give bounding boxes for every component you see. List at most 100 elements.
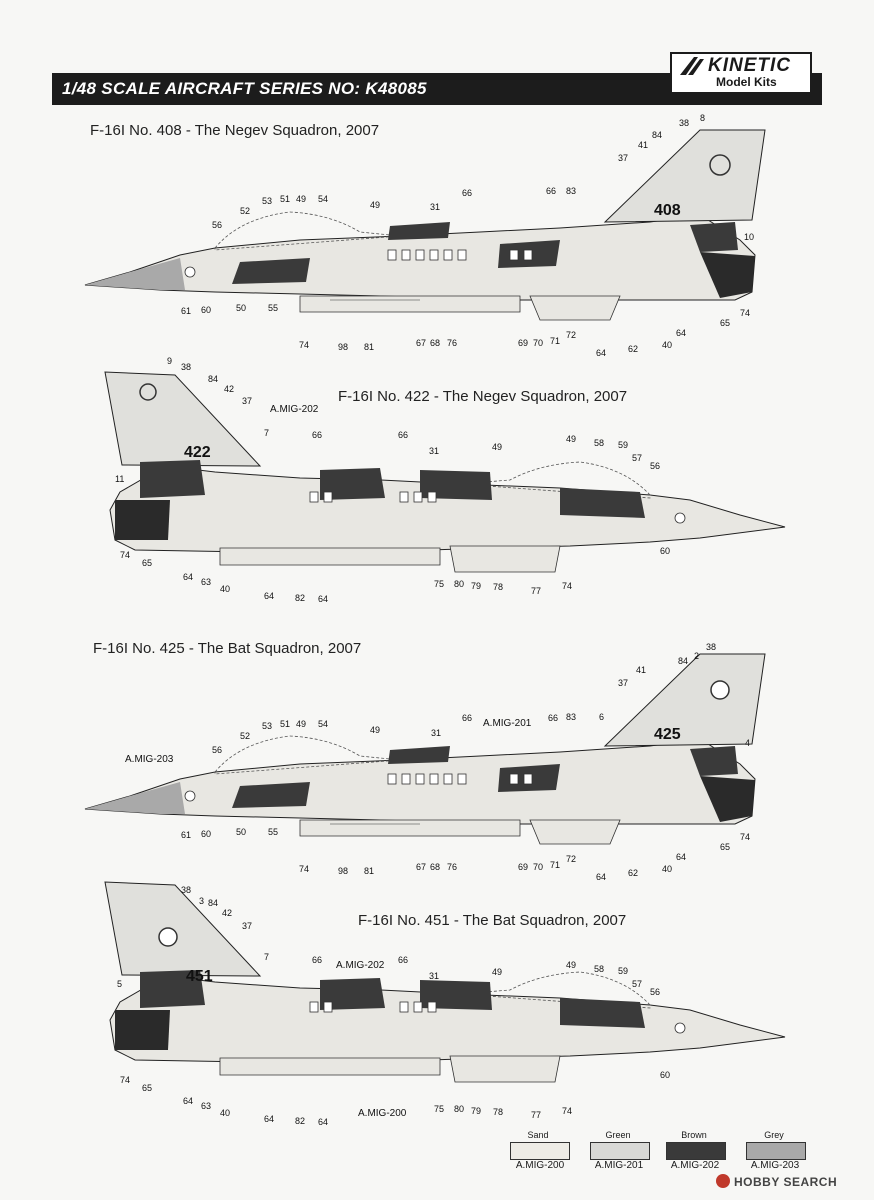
callout-number: 82: [295, 1116, 306, 1126]
callout-number: 55: [268, 827, 279, 837]
callout-number: 62: [628, 344, 639, 354]
callout-number: 51: [280, 719, 291, 729]
callout-number: 31: [429, 446, 440, 456]
callout-number: 74: [562, 581, 573, 591]
callout-number: 41: [636, 665, 647, 675]
callout-number: 82: [295, 593, 306, 603]
callout-number: 65: [142, 558, 153, 568]
callout-number: 40: [662, 864, 673, 874]
callout-number: 74: [562, 1106, 573, 1116]
callout-number: 63: [201, 1101, 212, 1111]
tail-emblem-icon: [710, 680, 730, 700]
callout-number: 64: [596, 872, 607, 882]
brand-logo: KINETIC Model Kits: [670, 52, 812, 94]
brand-subtitle: Model Kits: [716, 75, 777, 89]
legend-color-name: Grey: [764, 1130, 784, 1140]
callout-number: 50: [236, 827, 247, 837]
callout-number: 74: [299, 340, 310, 350]
callout-number: 60: [660, 546, 671, 556]
callout-number: 64: [676, 852, 687, 862]
callout-number: 84: [208, 898, 219, 908]
page-title: 1/48 SCALE AIRCRAFT SERIES NO: K48085: [62, 79, 427, 98]
callout-number: 79: [471, 1106, 482, 1116]
callout-number: 62: [628, 868, 639, 878]
legend-swatch: [746, 1142, 806, 1160]
callout-number: 61: [181, 830, 192, 840]
callout-number: 37: [242, 396, 253, 406]
callout-number: 69: [518, 862, 529, 872]
callout-number: 64: [183, 572, 194, 582]
callout-number: 60: [660, 1070, 671, 1080]
paint-label: A.MIG-203: [125, 754, 174, 765]
callout-number: 31: [429, 971, 440, 981]
callout-number: 56: [650, 987, 661, 997]
tail-emblem-icon: [158, 927, 178, 947]
callout-number: 64: [676, 328, 687, 338]
tail-emblem-icon: [139, 383, 157, 401]
callout-number: 54: [318, 194, 329, 204]
callout-number: 67: [416, 338, 427, 348]
brand-name: KINETIC: [708, 55, 791, 76]
callout-number: 7: [264, 952, 270, 962]
callout-number: 75: [434, 579, 445, 589]
callout-number: 49: [296, 719, 307, 729]
paint-label: A.MIG-202: [270, 404, 319, 415]
callout-number: 11: [115, 474, 125, 484]
callout-number: 52: [240, 731, 251, 741]
profile-title: F-16I No. 408 - The Negev Squadron, 2007: [90, 122, 380, 139]
callout-number: 68: [430, 338, 441, 348]
callout-number: 65: [142, 1083, 153, 1093]
callout-number: 66: [312, 430, 323, 440]
callout-number: 40: [662, 340, 673, 350]
watermark: HOBBY SEARCH: [716, 1174, 837, 1189]
callout-number: 60: [201, 829, 212, 839]
callout-number: 75: [434, 1104, 445, 1114]
callout-number: 38: [706, 642, 717, 652]
callout-number: 81: [364, 342, 375, 352]
callout-number: 68: [430, 862, 441, 872]
callout-number: 78: [493, 1107, 504, 1117]
callout-number: 64: [318, 1117, 329, 1127]
callout-number: 50: [236, 303, 247, 313]
callout-number: 70: [533, 862, 544, 872]
callout-number: 37: [618, 153, 629, 163]
callout-number: 4: [745, 738, 751, 748]
callout-number: 53: [262, 721, 273, 731]
callout-number: 66: [398, 955, 409, 965]
callout-number: 52: [240, 206, 251, 216]
profile-title: F-16I No. 425 - The Bat Squadron, 2007: [93, 640, 362, 657]
legend-color-code: A.MIG-200: [515, 1160, 565, 1171]
callout-number: 77: [531, 586, 542, 596]
callout-number: 54: [318, 719, 329, 729]
callout-number: 49: [492, 442, 503, 452]
callout-number: 65: [720, 842, 731, 852]
callout-number: 84: [678, 656, 689, 666]
callout-number: 56: [650, 461, 661, 471]
callout-number: 74: [120, 1075, 131, 1085]
callout-number: 72: [566, 854, 577, 864]
callout-number: 66: [546, 186, 557, 196]
tail-number: 451: [186, 968, 213, 985]
callout-number: 3: [199, 896, 205, 906]
callout-number: 31: [431, 728, 442, 738]
callout-number: 57: [632, 453, 643, 463]
callout-number: 76: [447, 338, 458, 348]
callout-number: 38: [181, 885, 192, 895]
callout-number: 2: [694, 651, 700, 661]
callout-number: 42: [222, 908, 233, 918]
callout-number: 63: [201, 577, 212, 587]
callout-number: 70: [533, 338, 544, 348]
legend-swatch: [510, 1142, 570, 1160]
paint-label: A.MIG-200: [358, 1108, 407, 1119]
aircraft-profile-425: [84, 653, 766, 845]
brand-mark-icon: [680, 57, 704, 75]
callout-number: 10: [744, 232, 755, 242]
callout-number: 6: [599, 712, 605, 722]
callout-number: 98: [338, 342, 349, 352]
callout-number: 31: [430, 202, 441, 212]
callout-number: 49: [566, 434, 577, 444]
legend-color-name: Green: [605, 1130, 631, 1140]
callout-number: 67: [416, 862, 427, 872]
callout-number: 83: [566, 712, 577, 722]
